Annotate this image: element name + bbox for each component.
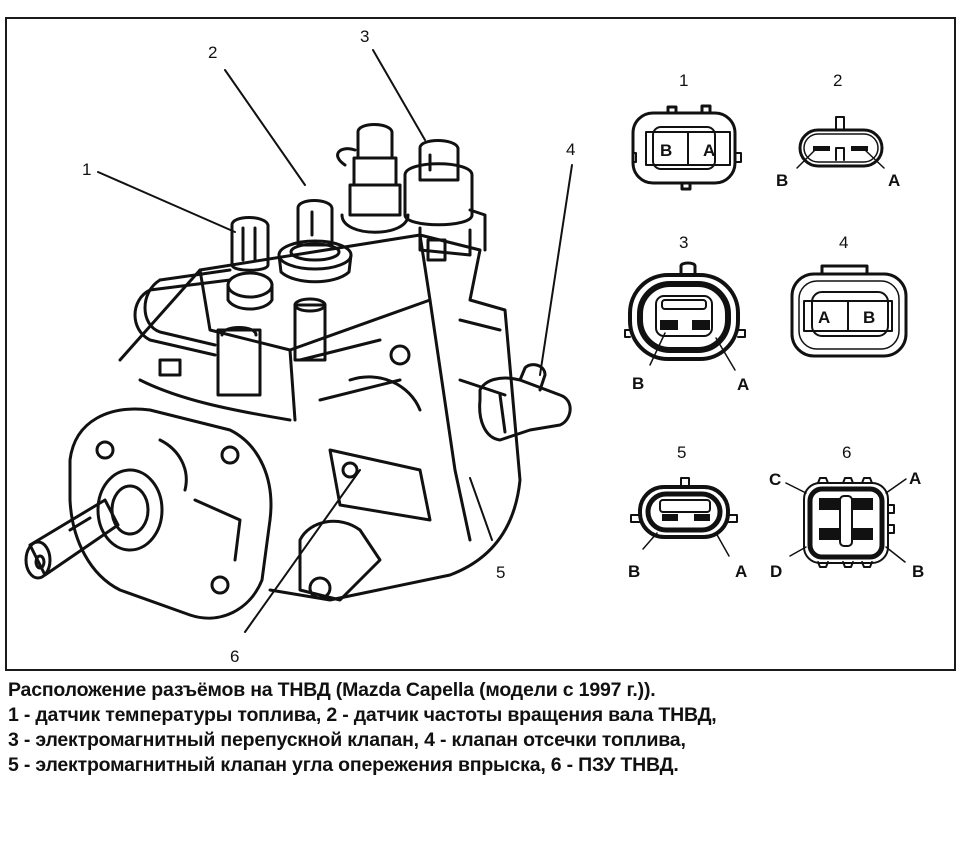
- pump-connector-diagram: 1 2 3 4 5 6 1 B A 2 B A 3: [24, 27, 924, 666]
- pump-callout-1: 1: [82, 160, 91, 179]
- front-flange: [68, 407, 273, 620]
- connector-1-number: 1: [679, 71, 688, 90]
- connector-5-pin-b: B: [628, 562, 640, 581]
- caption-line: 3 - электромагнитный перепускной клапан,…: [8, 729, 686, 751]
- pump-fuel-temperature-sensor: [226, 216, 274, 311]
- figure-caption: Расположение разъёмов на ТНВД (Mazda Cap…: [8, 678, 958, 778]
- connector-6-pin-d: D: [770, 562, 782, 581]
- pump-body: [118, 233, 522, 602]
- injection-pump-drawing: [24, 123, 572, 620]
- connector-2-pin-b: B: [776, 171, 788, 190]
- fuel-lines: [133, 268, 232, 357]
- connector-3-number: 3: [679, 233, 688, 252]
- connector-5-number: 5: [677, 443, 686, 462]
- connector-6: 6 C A D B: [769, 443, 924, 581]
- connector-1-pin-b: B: [660, 141, 672, 160]
- figure-frame: [5, 17, 956, 671]
- caption-line: 5 - электромагнитный клапан угла опереже…: [8, 754, 679, 776]
- connector-6-pin-a: A: [909, 469, 921, 488]
- connector-6-pin-b: B: [912, 562, 924, 581]
- pump-callout-6: 6: [230, 647, 239, 666]
- connector-6-number: 6: [842, 443, 851, 462]
- pump-callout-5: 5: [496, 563, 505, 582]
- connector-1-pin-a: A: [703, 141, 715, 160]
- connector-2-pin-a: A: [888, 171, 900, 190]
- connector-3-pin-b: B: [632, 374, 644, 393]
- caption-line: 1 - датчик температуры топлива, 2 - датч…: [8, 704, 717, 726]
- pump-callout-2: 2: [208, 43, 217, 62]
- pump-leader-lines: [97, 49, 573, 633]
- pump-delivery-valves: [158, 238, 447, 397]
- pump-callout-3: 3: [360, 27, 369, 46]
- connector-2-number: 2: [833, 71, 842, 90]
- caption-title: Расположение разъёмов на ТНВД (Mazda Cap…: [8, 679, 656, 701]
- pump-callouts: 1 2 3 4 5 6: [82, 27, 575, 666]
- connector-3-pin-a: A: [737, 375, 749, 394]
- pump-callout-4: 4: [566, 140, 575, 159]
- pump-fuel-cut-valve: [478, 363, 572, 442]
- connector-4: 4 A B: [790, 233, 908, 358]
- connector-4-pin-b: B: [863, 308, 875, 327]
- connector-3: 3 B A: [624, 233, 749, 394]
- connector-5-pin-a: A: [735, 562, 747, 581]
- connector-5: 5 B A: [628, 443, 747, 581]
- connector-2: 2 B A: [776, 71, 900, 190]
- pump-center-fitting: [336, 123, 410, 234]
- pump-bypass-solenoid: [403, 139, 487, 257]
- connector-4-pin-a: A: [818, 308, 830, 327]
- connector-1: 1 B A: [631, 71, 742, 191]
- connector-4-number: 4: [839, 233, 848, 252]
- connector-6-pin-c: C: [769, 470, 781, 489]
- pump-speed-sensor: [277, 199, 353, 284]
